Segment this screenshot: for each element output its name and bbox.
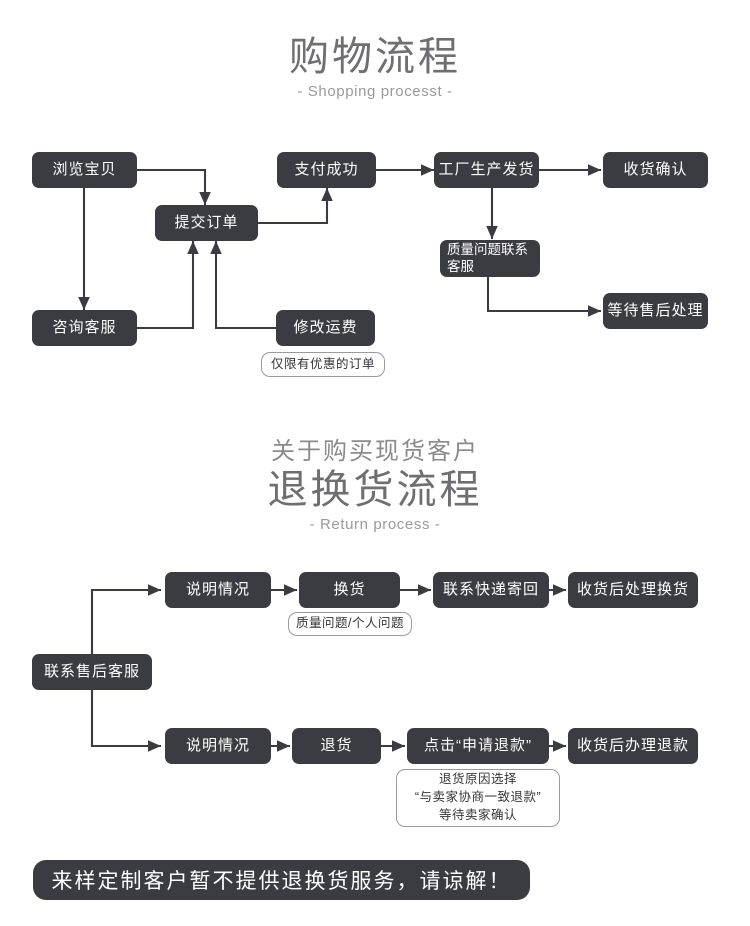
- node-quality-issue-contact-service[interactable]: 质量问题联系 客服: [440, 240, 540, 277]
- node-factory-production-shipment[interactable]: 工厂生产发货: [434, 152, 539, 188]
- node-return-goods[interactable]: 退货: [292, 728, 381, 764]
- node-process-refund-after-receipt[interactable]: 收货后办理退款: [568, 728, 698, 764]
- return-eyebrow-cn: 关于购买现货客户: [271, 438, 479, 465]
- return-title-cn: 退换货流程: [267, 468, 483, 512]
- node-modify-freight[interactable]: 修改运费: [276, 310, 375, 346]
- node-process-exchange-after-receipt[interactable]: 收货后处理换货: [568, 572, 698, 608]
- note-discount-orders-only: 仅限有优惠的订单: [261, 352, 385, 377]
- return-heading-group: 关于购买现货客户 退换货流程 - Return process -: [0, 437, 750, 535]
- node-contact-courier-return[interactable]: 联系快递寄回: [433, 572, 549, 608]
- node-submit-order[interactable]: 提交订单: [155, 205, 258, 241]
- shopping-title-cn: 购物流程: [289, 35, 461, 79]
- shopping-heading-group: 购物流程 - Shopping processt -: [0, 34, 750, 102]
- note-quality-or-personal-issue: 质量问题/个人问题: [288, 612, 412, 636]
- node-payment-success[interactable]: 支付成功: [277, 152, 376, 188]
- node-await-aftersale-handling[interactable]: 等待售后处理: [603, 293, 708, 329]
- node-consult-customer-service[interactable]: 咨询客服: [32, 310, 137, 346]
- node-explain-situation-exchange[interactable]: 说明情况: [165, 572, 271, 608]
- node-browse-treasure[interactable]: 浏览宝贝: [32, 152, 137, 188]
- node-explain-situation-refund[interactable]: 说明情况: [165, 728, 271, 764]
- note-refund-reason-instructions: 退货原因选择 “与卖家协商一致退款” 等待卖家确认: [396, 769, 560, 827]
- return-title-en: - Return process -: [309, 516, 441, 534]
- wire-entry-to-refund: [90, 690, 161, 752]
- custom-sample-no-return-banner: 来样定制客户暂不提供退换货服务，请谅解！: [33, 860, 530, 900]
- wire-quality-to-aftersale: [486, 277, 601, 317]
- node-contact-aftersale-service[interactable]: 联系售后客服: [32, 654, 152, 690]
- wire-browse-to-submit: [137, 168, 211, 205]
- shopping-title-en: - Shopping processt -: [297, 83, 453, 101]
- wire-submit-to-pay: [258, 188, 333, 225]
- node-confirm-receipt[interactable]: 收货确认: [603, 152, 708, 188]
- node-exchange-goods[interactable]: 换货: [299, 572, 400, 608]
- wire-service-to-submit: [137, 241, 199, 330]
- node-click-apply-refund[interactable]: 点击“申请退款”: [407, 728, 549, 764]
- wire-freight-to-submit: [210, 241, 276, 330]
- wire-entry-to-exchange: [90, 584, 161, 654]
